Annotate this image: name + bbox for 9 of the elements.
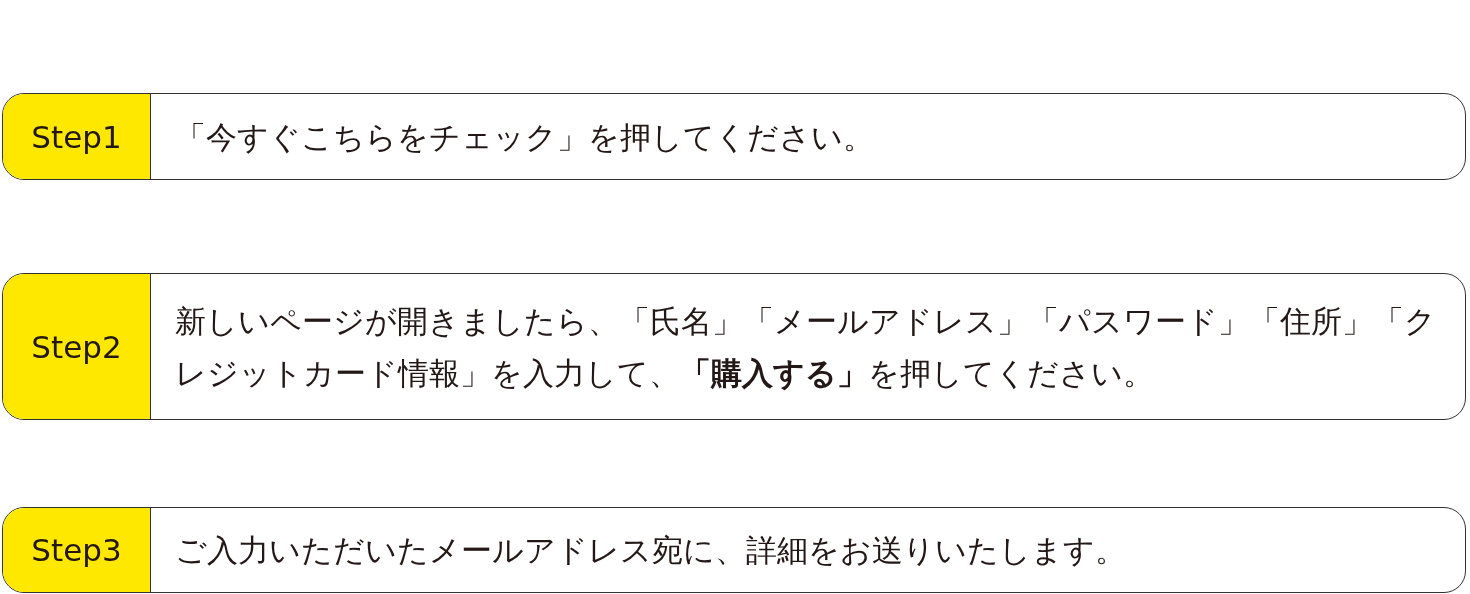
step-box bbox=[2, 273, 1466, 420]
step-instruction: ご入力いただいたメールアドレス宛に、詳細をお送りいたします。 bbox=[175, 531, 1127, 570]
step-box bbox=[2, 507, 1466, 593]
step-box bbox=[2, 93, 1466, 180]
step-instruction: 新しいページが開きましたら、「氏名」「メールアドレス」「パスワード」「住所」「クレジットカード情報」を入力して、「購入する」を押してください。 bbox=[175, 301, 1437, 393]
step-badge: Step2 bbox=[3, 274, 151, 419]
step-instruction: 「今すぐこちらをチェック」を押してください。 bbox=[175, 117, 875, 157]
step-badge: Step1 bbox=[3, 94, 151, 179]
step-badge: Step3 bbox=[3, 508, 151, 592]
